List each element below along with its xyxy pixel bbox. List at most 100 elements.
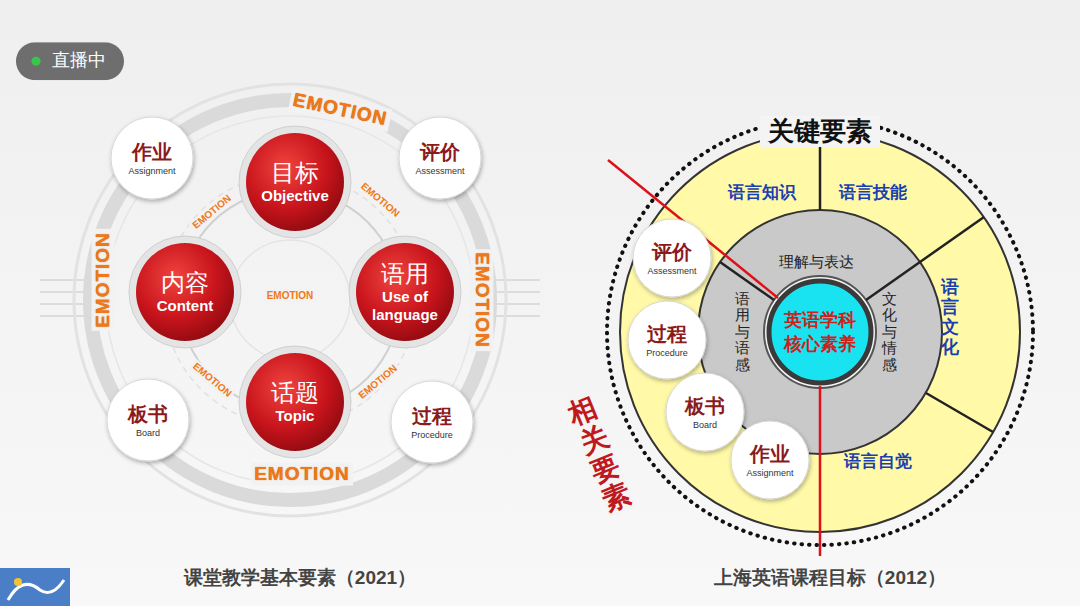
emotion-label-text: EMOTION bbox=[471, 249, 494, 351]
emotion-label: EMOTION bbox=[471, 249, 494, 351]
node-outline bbox=[766, 278, 874, 386]
caption: 课堂教学基本要素（2021） bbox=[184, 567, 416, 590]
emotion-label: EMOTION bbox=[189, 191, 236, 233]
element-circle: 内容Content bbox=[129, 236, 241, 348]
circle-fill bbox=[391, 381, 473, 463]
circle-fill bbox=[136, 243, 234, 341]
circle-rim bbox=[129, 236, 241, 348]
caption-text: 课堂教学基本要素（2021） bbox=[184, 567, 416, 590]
emotion-label-text: EMOTION bbox=[288, 88, 392, 131]
node-subtitle: Board bbox=[136, 428, 160, 439]
ring-sector: 语言知识 bbox=[707, 178, 817, 208]
circle-fill bbox=[107, 379, 189, 461]
node-subtitle: Assessment bbox=[647, 266, 696, 277]
group-label-text: 相关要素 bbox=[564, 393, 636, 518]
ring-sector: 语言文化 bbox=[937, 268, 963, 368]
core-circle: 英语学科 核心素养 bbox=[766, 278, 874, 386]
circle-fill bbox=[246, 133, 344, 231]
circle-fill bbox=[246, 353, 344, 451]
node-title: 英语学科 核心素养 bbox=[782, 308, 858, 357]
node-title: 语言知识 bbox=[728, 183, 796, 203]
emotion-label: EMOTION bbox=[92, 229, 115, 331]
node-subtitle: Content bbox=[157, 297, 214, 315]
left-rings bbox=[40, 84, 540, 516]
node-title: 关键要素 bbox=[760, 116, 880, 147]
related-circle: 作业 Assignment bbox=[110, 116, 194, 200]
node-title: 理解与表达 bbox=[779, 253, 854, 271]
circle-fill bbox=[356, 243, 454, 341]
related-circle: 评价 Assessment bbox=[398, 116, 482, 200]
element-circle: 语用Use of language bbox=[349, 236, 461, 348]
circle-fill bbox=[628, 301, 706, 379]
node-title: 语言文化 bbox=[941, 278, 959, 357]
node-title: 作业 bbox=[132, 140, 172, 164]
caption-text: 上海英语课程目标（2012） bbox=[714, 567, 946, 590]
element-circle: 目标Objective bbox=[239, 126, 351, 238]
node-title: 过程 bbox=[412, 404, 452, 428]
emotion-label: EMOTION bbox=[288, 88, 392, 131]
emotion-label-text: EMOTION bbox=[189, 359, 236, 401]
related-circle: 过程 Procedure bbox=[627, 300, 707, 380]
circle-fill bbox=[111, 117, 193, 199]
circle-fill bbox=[769, 281, 871, 383]
node-subtitle: Procedure bbox=[646, 348, 688, 359]
emotion-label: EMOTION bbox=[189, 359, 236, 401]
node-title: 内容 bbox=[161, 269, 209, 298]
related-circle: 板书 Board bbox=[665, 372, 745, 452]
circle-rim bbox=[239, 346, 351, 458]
node-title: 板书 bbox=[685, 394, 725, 418]
dotted-ring bbox=[607, 119, 1033, 545]
key-element-ring: 关键要素语言知识 语言技能语言文化语言自觉 理解与表达语用与语感 文化与情感 英语学科 … bbox=[604, 116, 1036, 548]
node-title: 语言自觉 bbox=[844, 452, 912, 472]
circle-rim bbox=[349, 236, 461, 348]
node-title: 目标 bbox=[271, 159, 319, 188]
node-title: 文化与情感 bbox=[882, 291, 897, 374]
node-title: 话题 bbox=[271, 379, 319, 408]
element-circle: 话题Topic bbox=[239, 346, 351, 458]
live-badge-text: 直播中 bbox=[16, 42, 124, 80]
node-subtitle: Assignment bbox=[128, 166, 175, 177]
emotion-label: EMOTION bbox=[357, 179, 404, 221]
node-title: 评价 bbox=[652, 240, 692, 264]
related-circle: 板书 Board bbox=[106, 378, 190, 462]
right-rings bbox=[608, 132, 1020, 556]
circle-fill bbox=[633, 219, 711, 297]
node-subtitle: Board bbox=[693, 420, 717, 431]
node-subtitle: Use of language bbox=[360, 288, 450, 324]
emotion-label: EMOTION bbox=[251, 463, 353, 486]
emotion-label-text: EMOTION bbox=[189, 191, 236, 233]
inner-sector: 理解与表达 bbox=[766, 249, 866, 275]
logo-mark bbox=[0, 568, 70, 606]
circle-rim bbox=[239, 126, 351, 238]
node-subtitle: Assignment bbox=[746, 468, 793, 479]
ring-sector: 语言自觉 bbox=[823, 447, 933, 477]
emotion-label: EMOTION bbox=[265, 290, 316, 302]
emotion-label-text: EMOTION bbox=[265, 290, 316, 302]
circle-fill bbox=[399, 117, 481, 199]
node-subtitle: Procedure bbox=[411, 430, 453, 441]
node-subtitle: Objective bbox=[261, 187, 329, 205]
emotion-label-text: EMOTION bbox=[251, 463, 353, 486]
node-title: 过程 bbox=[647, 322, 687, 346]
emotion-label-text: EMOTION bbox=[357, 179, 404, 221]
node-title: 语用 bbox=[381, 260, 429, 289]
node-title: 语用与语感 bbox=[735, 291, 750, 374]
node-title: 语言技能 bbox=[839, 183, 907, 203]
inner-sector: 语用与语感 bbox=[731, 282, 753, 382]
related-circle: 评价 Assessment bbox=[632, 218, 712, 298]
group-label: 相关要素 bbox=[564, 393, 636, 518]
related-circle: 作业 Assignment bbox=[730, 420, 810, 500]
caption: 上海英语课程目标（2012） bbox=[714, 567, 946, 590]
live-badge: 直播中 bbox=[16, 42, 124, 80]
node-subtitle: Topic bbox=[276, 407, 315, 425]
inner-sector: 文化与情感 bbox=[878, 282, 900, 382]
node-title: 作业 bbox=[750, 442, 790, 466]
circle-fill bbox=[666, 373, 744, 451]
node-title: 板书 bbox=[128, 402, 168, 426]
node-title: 评价 bbox=[420, 140, 460, 164]
ring-sector: 语言技能 bbox=[818, 178, 928, 208]
related-circle: 过程 Procedure bbox=[390, 380, 474, 464]
circle-fill bbox=[731, 421, 809, 499]
node-subtitle: Assessment bbox=[415, 166, 464, 177]
emotion-label-text: EMOTION bbox=[92, 229, 115, 331]
